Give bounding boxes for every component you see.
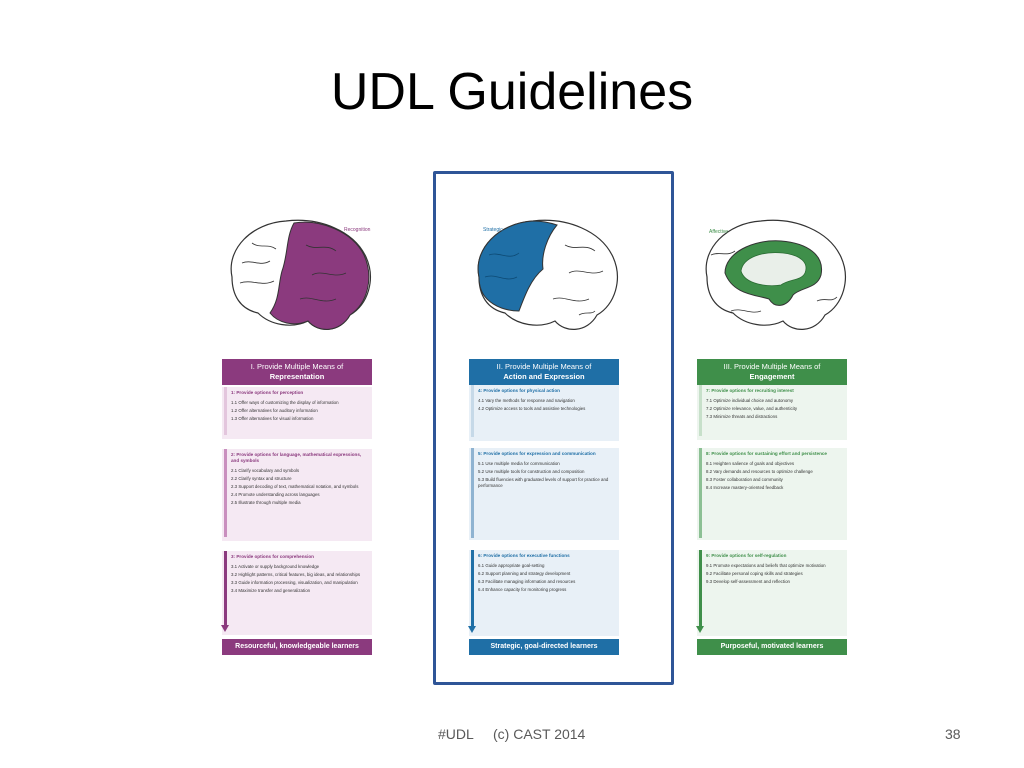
checkpoint: 6.3 Facilitate managing information and … — [478, 579, 576, 584]
guideline-section: 4: Provide options for physical action 4… — [469, 385, 619, 441]
checkpoint: 1.1 Offer ways of customizing the displa… — [231, 400, 339, 405]
guideline-section: 2: Provide options for language, mathema… — [222, 449, 372, 541]
checkpoint: 2.2 Clarify syntax and structure — [231, 476, 292, 481]
checkpoint: 9.3 Develop self-assessment and reflecti… — [706, 579, 790, 584]
section-title: 3: Provide options for comprehension — [231, 554, 314, 559]
learner-outcome: Resourceful, knowledgeable learners — [222, 639, 372, 655]
footer-copyright: (c) CAST 2014 — [493, 726, 586, 742]
section-title: 5: Provide options for expression and co… — [478, 451, 596, 456]
principle-header: II. Provide Multiple Means of Action and… — [469, 359, 619, 385]
checkpoint: 6.4 Enhance capacity for monitoring prog… — [478, 587, 567, 592]
checkpoint: 4.1 Vary the methods for response and na… — [478, 398, 575, 403]
section-title: 8: Provide options for sustaining effort… — [706, 451, 827, 456]
checkpoint: 8.3 Foster collaboration and community — [706, 477, 783, 482]
checkpoint: 3.4 Maximize transfer and generalization — [231, 588, 311, 593]
brain-label: Recognition — [344, 227, 371, 233]
header-line2: Engagement — [749, 372, 795, 381]
section-title: 7: Provide options for recruiting intere… — [706, 388, 794, 393]
brain-recognition-icon — [230, 219, 371, 330]
checkpoint: 6.2 Support planning and strategy develo… — [478, 571, 571, 576]
checkpoint: 8.2 Vary demands and resources to optimi… — [706, 469, 813, 474]
learner-outcome: Strategic, goal-directed learners — [469, 639, 619, 655]
checkpoint: 3.2 Highlight patterns, critical feature… — [231, 572, 361, 577]
brain-label: Strategic — [483, 227, 503, 233]
section-title: 4: Provide options for physical action — [478, 388, 560, 393]
checkpoint: 2.4 Promote understanding across languag… — [231, 492, 320, 497]
principle-header: III. Provide Multiple Means of Engagemen… — [697, 359, 847, 385]
highlight-frame — [433, 171, 674, 685]
checkpoint: 8.4 Increase mastery-oriented feedback — [706, 485, 784, 490]
checkpoint: 2.3 Support decoding of text, mathematic… — [231, 484, 359, 489]
checkpoint: 9.2 Facilitate personal coping skills an… — [706, 571, 803, 576]
checkpoint: 8.1 Heighten salience of goals and objec… — [706, 461, 795, 466]
checkpoint: 7.1 Optimize individual choice and auton… — [706, 398, 794, 403]
guideline-section: 5: Provide options for expression and co… — [469, 448, 619, 540]
guideline-section: 7: Provide options for recruiting intere… — [697, 385, 847, 440]
checkpoint: 3.1 Activate or supply background knowle… — [231, 564, 320, 569]
header-line1: I. Provide Multiple Means of — [250, 362, 344, 371]
guideline-section: 3: Provide options for comprehension 3.1… — [221, 551, 372, 635]
checkpoint: 5.3 Build fluencies with graduated level… — [478, 477, 609, 488]
checkpoint: 1.3 Offer alternatives for visual inform… — [231, 416, 314, 421]
section-title: 2: Provide options for language, mathema… — [231, 452, 362, 463]
brain-strategic-icon — [477, 219, 618, 330]
learner-outcome: Purposeful, motivated learners — [697, 639, 847, 655]
section-title: 1: Provide options for perception — [231, 390, 304, 395]
checkpoint: 7.3 Minimize threats and distractions — [706, 414, 778, 419]
guideline-section: 6: Provide options for executive functio… — [468, 550, 619, 636]
principle-header: I. Provide Multiple Means of Representat… — [222, 359, 372, 385]
checkpoint: 6.1 Guide appropriate goal-setting — [478, 563, 545, 568]
brain-affective-icon — [705, 219, 846, 330]
brain-label: Affective — [709, 229, 729, 235]
checkpoint: 3.3 Guide information processing, visual… — [231, 580, 358, 585]
header-line2: Representation — [269, 372, 325, 381]
guideline-section: 9: Provide options for self-regulation 9… — [696, 550, 847, 636]
checkpoint: 4.2 Optimize access to tools and assisti… — [478, 406, 586, 411]
checkpoint: 2.5 Illustrate through multiple media — [231, 500, 301, 505]
guideline-section: 1: Provide options for perception 1.1 Of… — [222, 387, 372, 439]
header-line1: II. Provide Multiple Means of — [496, 362, 592, 371]
section-title: 6: Provide options for executive functio… — [478, 553, 570, 558]
header-line1: III. Provide Multiple Means of — [723, 362, 821, 371]
section-title: 9: Provide options for self-regulation — [706, 553, 787, 558]
checkpoint: 1.2 Offer alternatives for auditory info… — [231, 408, 318, 413]
header-line2: Action and Expression — [503, 372, 585, 381]
checkpoint: 5.1 Use multiple media for communication — [478, 461, 560, 466]
page-number: 38 — [945, 726, 961, 742]
checkpoint: 9.1 Promote expectations and beliefs tha… — [706, 563, 826, 568]
guideline-section: 8: Provide options for sustaining effort… — [697, 448, 847, 540]
checkpoint: 7.2 Optimize relevance, value, and authe… — [706, 406, 798, 411]
checkpoint: 2.1 Clarify vocabulary and symbols — [231, 468, 300, 473]
slide-title: UDL Guidelines — [330, 63, 694, 121]
footer-hashtag: #UDL — [438, 726, 474, 742]
checkpoint: 5.2 Use multiple tools for construction … — [478, 469, 585, 474]
